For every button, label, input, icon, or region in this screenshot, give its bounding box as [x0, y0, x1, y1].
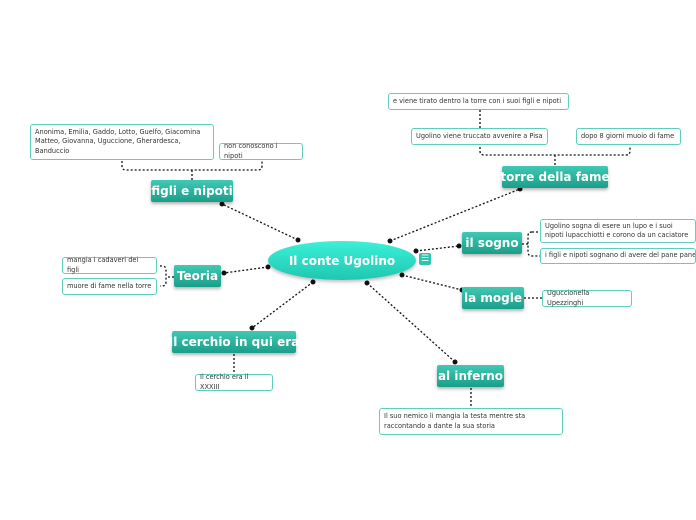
topic-label: Teoria: [176, 269, 219, 283]
note-icon[interactable]: ☰: [419, 253, 431, 265]
link-dot: [413, 248, 419, 254]
subtopic-label: Anonima, Emilia, Gaddo, Lotto, Guelfo, G…: [35, 127, 201, 155]
subtopic-label: Il cerchio era il XXXIII: [200, 373, 249, 391]
link-torre-subs: [479, 110, 631, 165]
topic-torre-della-fame[interactable]: torre della fame: [500, 166, 610, 188]
subtopic-label: muore di fame nella torre: [67, 281, 152, 290]
topic-al-inferno[interactable]: al inferno: [437, 365, 504, 387]
link-dot: [399, 272, 405, 278]
link-figli: [221, 203, 299, 241]
topic-label: la mogle: [464, 291, 522, 305]
subtopic-mogle-name[interactable]: Uguccionella Upezzinghi: [542, 289, 632, 307]
link-sogno: [415, 245, 460, 252]
subtopic-label: non conoscono i nipoti: [224, 142, 278, 160]
topic-il-cerchio-in-qui-era[interactable]: Il cerchio in qui era: [169, 331, 299, 353]
link-dot: [364, 280, 370, 286]
subtopic-torre-tirato[interactable]: e viene tirato dentro la torre con i suo…: [388, 93, 569, 110]
subtopic-torre-truccato[interactable]: Ugolino viene truccato avvenire a Pisa: [411, 128, 548, 145]
subtopic-label: Ugolino viene truccato avvenire a Pisa: [416, 131, 543, 140]
topic-label: al inferno: [437, 369, 504, 383]
subtopic-figli-names[interactable]: Anonima, Emilia, Gaddo, Lotto, Guelfo, G…: [30, 124, 214, 160]
link-inferno: [366, 282, 456, 363]
topic-il-sogno[interactable]: il sogno: [462, 232, 522, 254]
link-cerchio: [251, 281, 314, 329]
subtopic-torre-giorni[interactable]: dopo 8 giorni muoio di fame: [576, 128, 681, 145]
link-dot: [265, 264, 271, 270]
subtopic-label: Uguccionella Upezzinghi: [547, 289, 590, 307]
link-dot: [295, 237, 301, 243]
subtopic-cerchio-numero[interactable]: Il cerchio era il XXXIII: [195, 373, 273, 391]
topic-label: Il cerchio in qui era: [168, 335, 300, 349]
central-topic[interactable]: Il conte Ugolino: [268, 241, 416, 280]
link-dot: [219, 201, 225, 207]
link-dot: [452, 359, 458, 365]
subtopic-sogno-pane[interactable]: i figli e nipoti sognano di avere del pa…: [540, 248, 696, 264]
link-dot: [310, 279, 316, 285]
subtopic-sogno-lupo[interactable]: Ugolino sogna di esere un lupo e i suoi …: [540, 219, 696, 243]
subtopic-label: Il suo nemico li mangia la testa mentre …: [384, 412, 526, 430]
link-mogle: [401, 274, 463, 291]
link-figli-subs: [121, 160, 263, 180]
link-dot: [387, 238, 393, 244]
link-sogno-subs: [522, 231, 540, 257]
subtopic-teoria-fame[interactable]: muore di fame nella torre: [62, 278, 157, 295]
topic-label: figli e nipoti: [151, 184, 233, 198]
subtopic-label: mangia i cadaveri dei figli: [67, 256, 139, 274]
link-teoria: [223, 266, 269, 274]
subtopic-label: dopo 8 giorni muoio di fame: [581, 131, 675, 140]
topic-label: il sogno: [465, 236, 519, 250]
link-dot: [456, 243, 462, 249]
subtopic-label: i figli e nipoti sognano di avere del pa…: [545, 251, 696, 260]
link-teoria-subs: [160, 265, 174, 287]
topic-teoria[interactable]: Teoria: [174, 265, 221, 287]
link-torre: [389, 188, 521, 242]
topic-la-mogle[interactable]: la mogle: [462, 287, 524, 309]
topic-figli-e-nipoti[interactable]: figli e nipoti: [151, 180, 233, 202]
subtopic-teoria-cadaveri[interactable]: mangia i cadaveri dei figli: [62, 256, 157, 274]
link-dot: [221, 270, 227, 276]
subtopic-label: e viene tirato dentro la torre con i suo…: [393, 96, 562, 105]
subtopic-non-conoscono[interactable]: non conoscono i nipoti: [219, 142, 303, 160]
subtopic-inferno-nemico[interactable]: Il suo nemico li mangia la testa mentre …: [379, 408, 563, 435]
link-dot: [249, 325, 255, 331]
subtopic-label: Ugolino sogna di esere un lupo e i suoi …: [545, 221, 689, 240]
topic-label: torre della fame: [500, 170, 610, 184]
central-topic-label: Il conte Ugolino: [288, 253, 396, 268]
